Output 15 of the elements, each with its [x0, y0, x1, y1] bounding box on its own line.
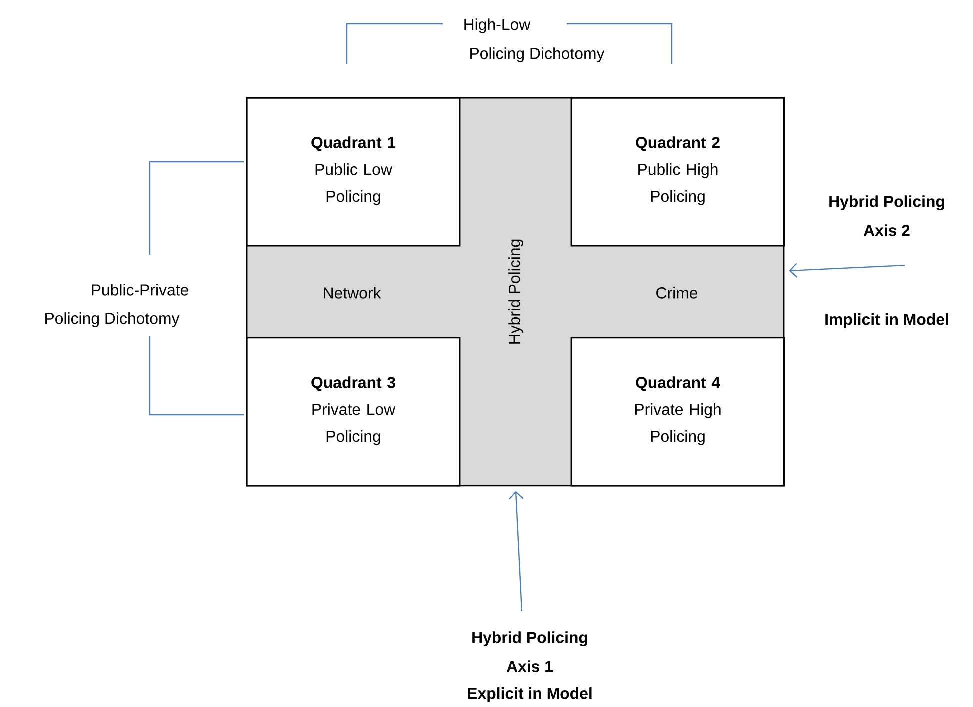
quadrant-box: Quadrant 2 Public High Policing: [570, 97, 786, 247]
arrow: [508, 491, 524, 612]
quadrant-box: Quadrant 3 Private Low Policing: [246, 337, 461, 487]
bracket-label: Policing Dichotomy: [46, 312, 180, 328]
arrow: [789, 263, 906, 278]
bracket-label: Policing Dichotomy: [470, 48, 605, 62]
axis-label: Hybrid Policing Axis 2 Implicit in Model: [826, 196, 948, 328]
quadrant-box: Quadrant 1 Public Low Policing: [246, 97, 461, 247]
band-label: Crime: [656, 287, 698, 299]
bracket-label: High-Low: [464, 18, 531, 34]
bracket-label: Public-Private: [92, 284, 188, 296]
band-label: Network: [324, 287, 382, 299]
quadrant-box: Quadrant 4 Private High Policing: [570, 337, 786, 487]
band-label: Hybrid Policing: [508, 240, 524, 344]
axis-label: Hybrid Policing Axis 1 Explicit in Model: [468, 632, 592, 702]
